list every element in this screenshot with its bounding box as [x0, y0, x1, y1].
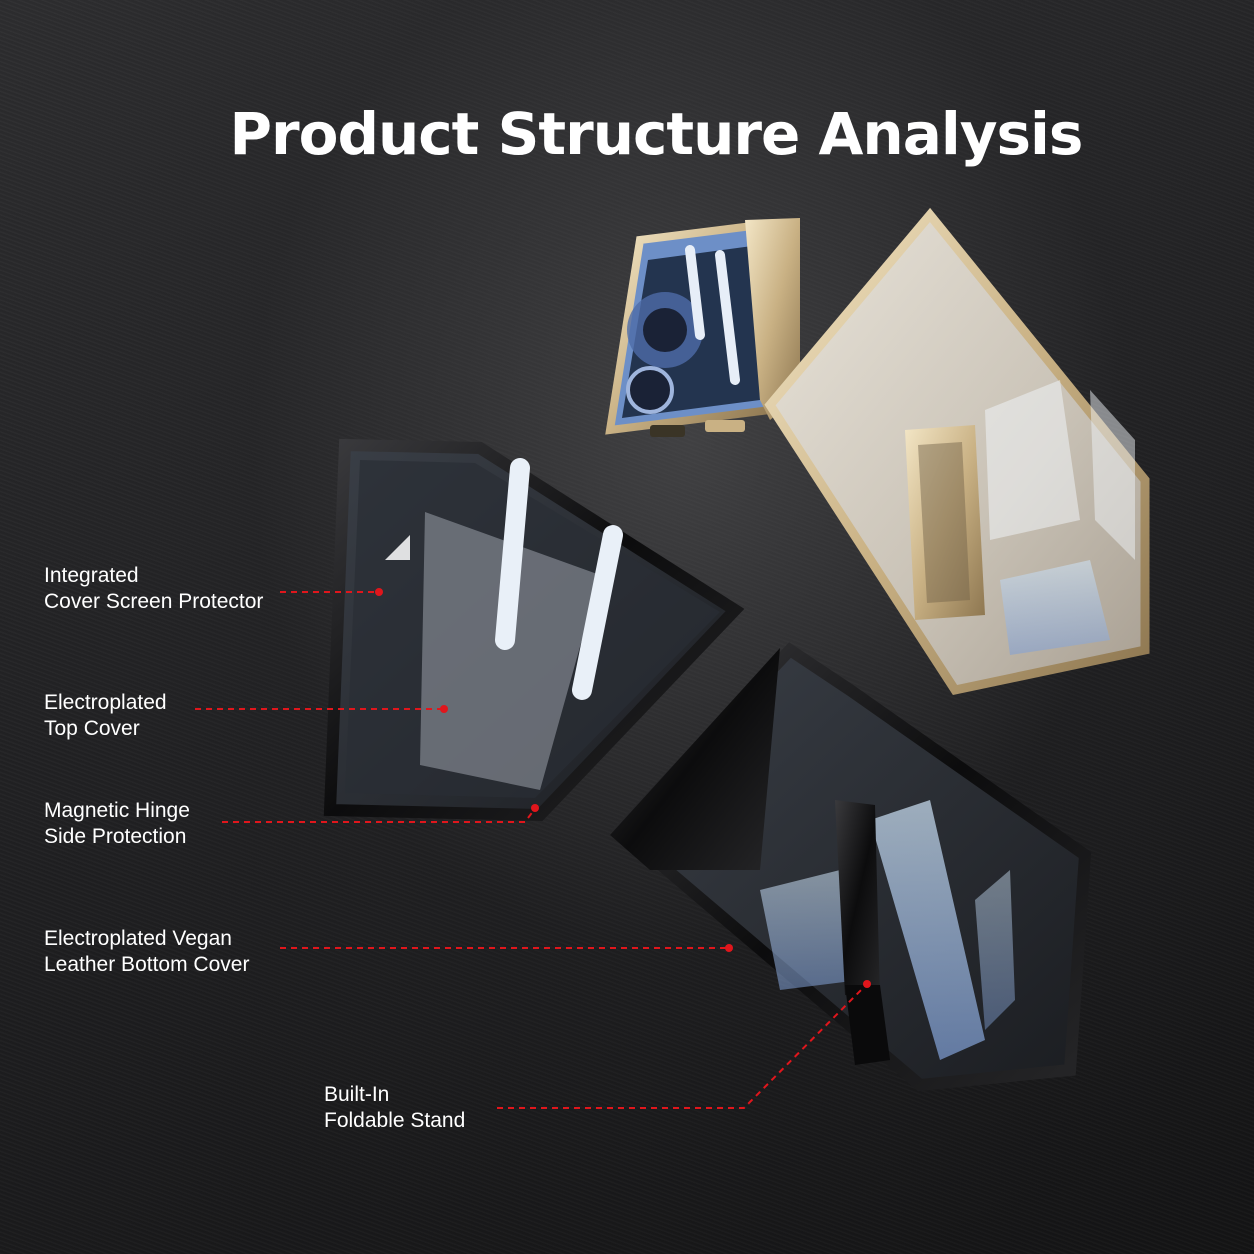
- callout-lines: [195, 588, 871, 1109]
- callout-line-3: [222, 809, 535, 823]
- callout-label-bottom-cover: Electroplated Vegan Leather Bottom Cover: [44, 926, 249, 978]
- page-title: Product Structure Analysis: [229, 100, 1084, 168]
- callout-label-line: Cover Screen Protector: [44, 590, 264, 613]
- callout-label-line: Built-In: [324, 1083, 390, 1106]
- black-top-cover: [323, 438, 745, 822]
- callout-dot-3: [531, 804, 539, 812]
- callout-label-foldable-stand: Built-In Foldable Stand: [324, 1082, 465, 1134]
- callout-label-hinge-protection: Magnetic Hinge Side Protection: [44, 798, 190, 850]
- callout-dot-4: [725, 944, 733, 952]
- callout-label-line: Integrated: [44, 564, 139, 587]
- callout-dot-2: [440, 705, 448, 713]
- callout-label-line: Electroplated Vegan: [44, 927, 232, 950]
- callout-line-5: [497, 984, 867, 1109]
- gold-assembled-case: [605, 207, 1150, 696]
- callout-dot-1: [375, 588, 383, 596]
- callout-label-top-cover: Electroplated Top Cover: [44, 690, 167, 742]
- callout-label-cover-screen-protector: Integrated Cover Screen Protector: [44, 563, 263, 615]
- callout-label-line: Magnetic Hinge: [44, 799, 190, 822]
- callout-label-line: Electroplated: [44, 691, 167, 714]
- callout-label-line: Leather Bottom Cover: [44, 953, 250, 976]
- callout-dot-5: [863, 980, 871, 988]
- callout-label-line: Side Protection: [44, 825, 187, 848]
- callout-label-line: Foldable Stand: [324, 1109, 466, 1132]
- black-bottom-cover: [610, 642, 1092, 1092]
- callout-label-line: Top Cover: [44, 717, 140, 740]
